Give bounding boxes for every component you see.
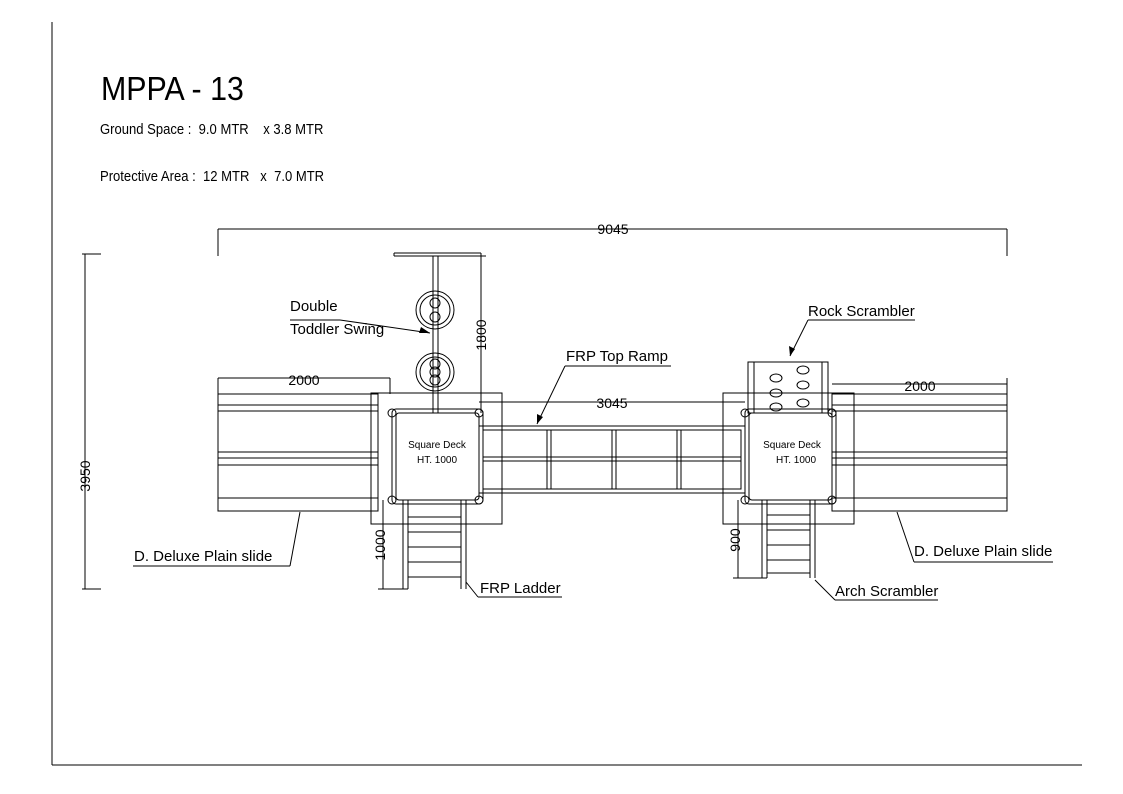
ramp-length-label: 3045 — [596, 395, 627, 411]
arrow-rock — [789, 346, 795, 356]
left-deck-label-line1: Square Deck — [408, 440, 467, 451]
drawing-title: MPPA - 13 — [101, 70, 244, 107]
protective-area-line: Protective Area : 12 MTR x 7.0 MTR — [100, 169, 324, 185]
frp-top-ramp-label: FRP Top Ramp — [566, 348, 668, 365]
ground-space-line: Ground Space : 9.0 MTR x 3.8 MTR — [100, 122, 323, 138]
frp-ladder-label: FRP Ladder — [480, 580, 561, 597]
overall-height-label: 3950 — [77, 460, 93, 491]
right-deck-label-line1: Square Deck — [763, 440, 822, 451]
swing-height-label: 1800 — [473, 319, 489, 350]
right-slide-label: D. Deluxe Plain slide — [914, 543, 1052, 560]
right-deck-label-line2: HT. 1000 — [776, 455, 816, 466]
frp-ladder — [402, 500, 467, 589]
left-slide-length-label: 2000 — [288, 372, 319, 388]
rock-scrambler — [747, 361, 829, 414]
scrambler-height-label: 900 — [727, 528, 743, 552]
protective-area-value: 12 MTR x 7.0 MTR — [203, 169, 325, 185]
arch-scrambler-label: Arch Scrambler — [835, 583, 938, 600]
frp-top-ramp — [478, 425, 746, 494]
swing-label-line2: Toddler Swing — [290, 321, 384, 338]
rock-scrambler-label: Rock Scrambler — [808, 303, 915, 320]
right-slide — [831, 393, 1008, 512]
ladder-height-label: 1000 — [372, 529, 388, 560]
right-slide-length-label: 2000 — [904, 378, 935, 394]
ground-space-value: 9.0 MTR x 3.8 MTR — [198, 122, 324, 138]
ground-space-label: Ground Space : — [100, 122, 192, 138]
overall-width-label: 9045 — [597, 221, 628, 237]
arrow-ramp — [537, 414, 543, 424]
left-deck-label-line2: HT. 1000 — [417, 455, 457, 466]
left-slide — [217, 393, 379, 512]
swing-label-line1: Double — [290, 298, 338, 315]
arch-scrambler — [761, 500, 816, 578]
left-slide-label: D. Deluxe Plain slide — [134, 548, 272, 565]
protective-area-label: Protective Area : — [100, 169, 196, 185]
arrow-swing — [419, 327, 430, 333]
double-toddler-swing — [393, 252, 482, 413]
